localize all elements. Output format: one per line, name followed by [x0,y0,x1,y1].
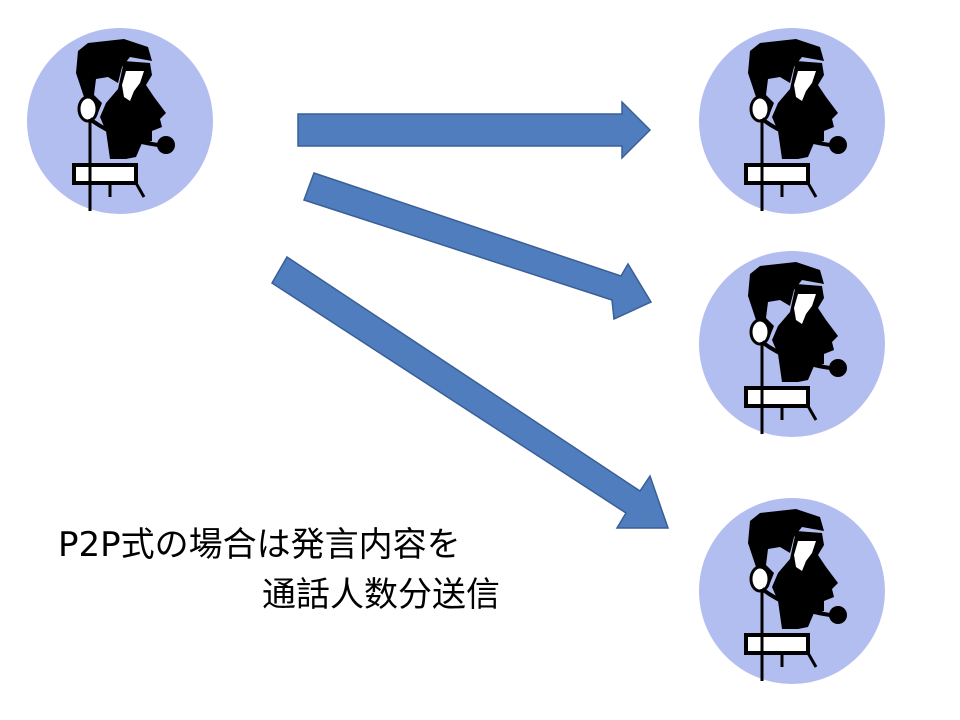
headset-operator-icon [27,28,213,214]
headset-operator-icon [699,498,885,684]
receiver-operator-2 [698,250,886,438]
headset-operator-icon [699,251,885,437]
arrow-to-receiver-2 [303,172,653,321]
receiver-operator-3 [698,497,886,685]
headset-operator-icon [699,28,885,214]
caption-line-1: P2P式の場合は発言内容を [58,525,461,565]
sender-operator [26,27,214,215]
arrow-to-receiver-3 [270,255,670,529]
arrow-to-receiver-1 [297,100,652,160]
caption-line-2: 通話人数分送信 [262,575,500,615]
receiver-operator-1 [698,27,886,215]
